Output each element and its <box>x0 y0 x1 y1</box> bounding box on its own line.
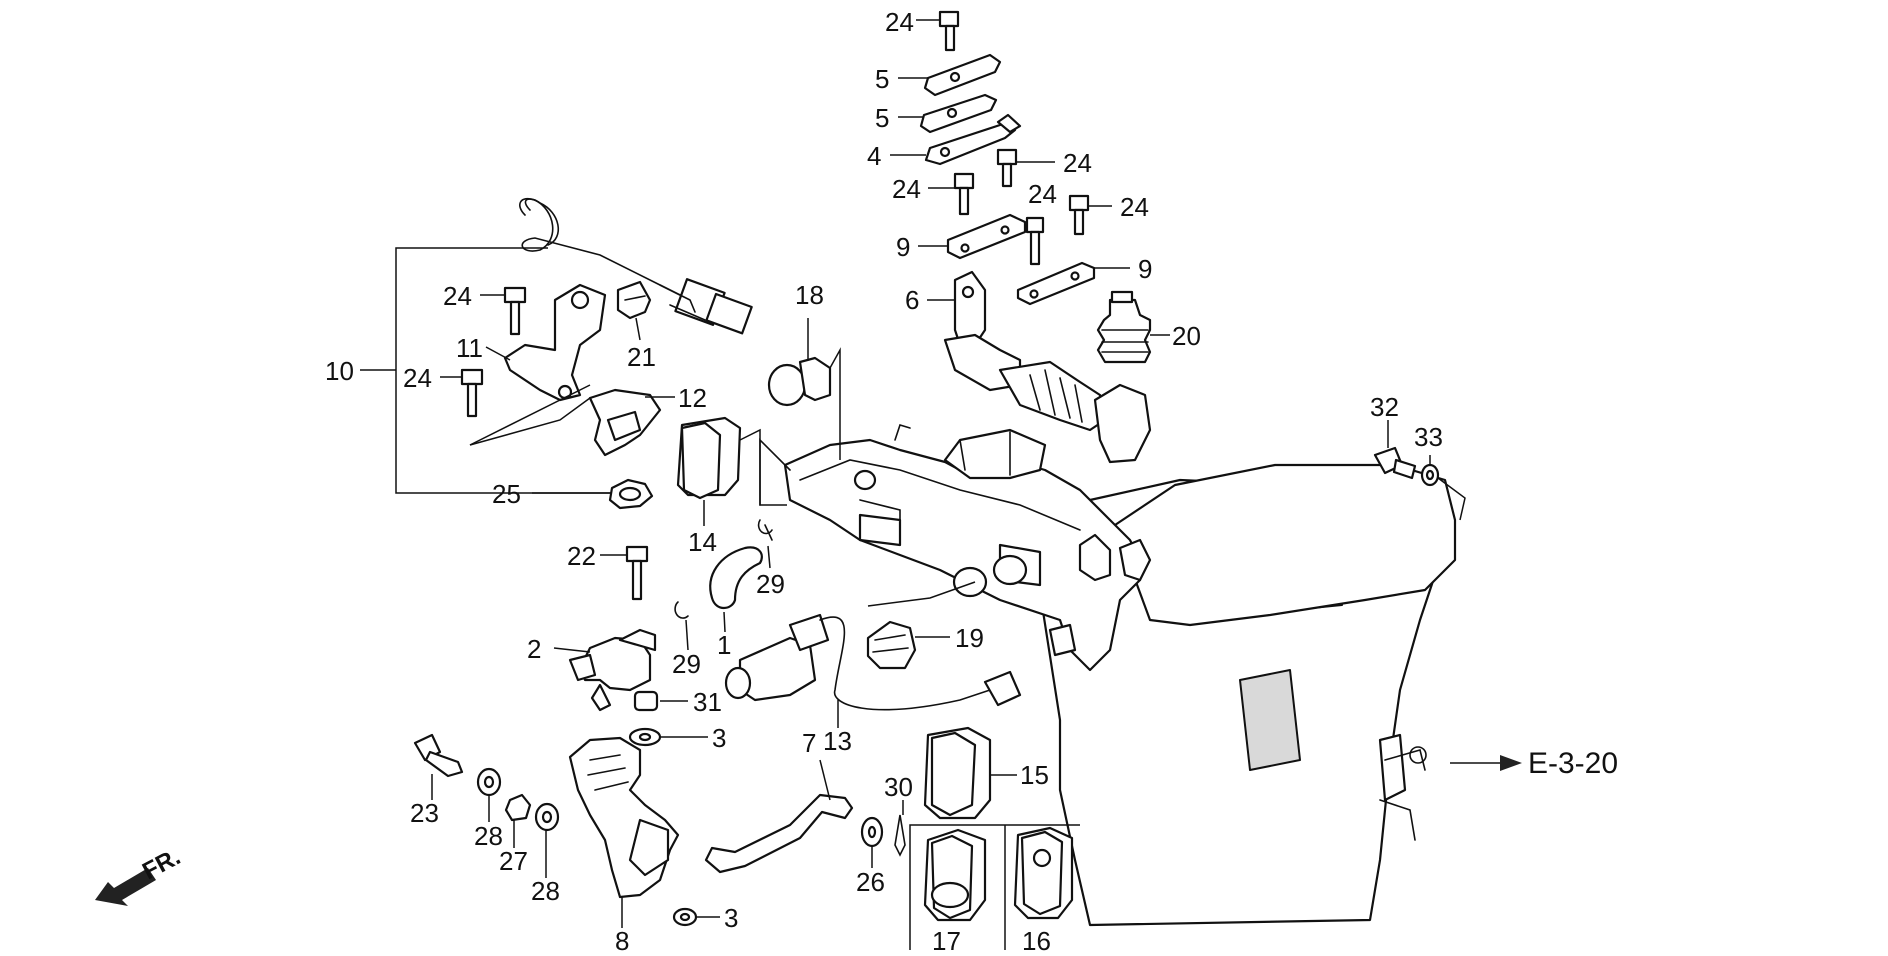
valve-2 <box>553 628 657 712</box>
callout-10: 10 <box>325 356 354 386</box>
collar-31 <box>633 690 688 712</box>
callout-24: 24 <box>403 363 432 393</box>
callout-11: 11 <box>456 333 483 363</box>
callout-28: 28 <box>474 821 503 851</box>
callout-20: 20 <box>1172 321 1201 351</box>
callout-4: 4 <box>867 141 881 171</box>
sensor-13 <box>724 613 1022 728</box>
callout-27: 27 <box>499 846 528 876</box>
callout-26: 26 <box>856 867 885 897</box>
bolt-24-c <box>928 172 975 216</box>
callout-24: 24 <box>892 174 921 204</box>
bolt-24-d <box>1025 216 1045 266</box>
seal-18 <box>767 318 841 460</box>
nut-25 <box>532 478 654 510</box>
callout-8: 8 <box>615 926 629 956</box>
pad-17 <box>923 828 987 922</box>
bolt-24-top <box>916 10 960 52</box>
callout-21: 21 <box>627 342 656 372</box>
cover-12 <box>588 388 675 457</box>
pad-16 <box>1013 826 1074 920</box>
plate-9-right <box>1016 261 1130 306</box>
plate-4 <box>890 113 1022 166</box>
clip-29-upper <box>757 519 773 569</box>
washer-33 <box>1420 455 1466 521</box>
callout-6: 6 <box>905 285 919 315</box>
plate-5-lower <box>898 93 998 134</box>
callout-9: 9 <box>1138 254 1152 284</box>
shift-arm-6 <box>927 270 1152 464</box>
clip-21 <box>616 280 652 341</box>
callout-3: 3 <box>724 903 738 933</box>
plate-5-upper <box>898 53 1002 97</box>
callout-28: 28 <box>531 876 560 906</box>
clip-29-lower <box>674 601 689 651</box>
callout-29: 29 <box>672 649 701 679</box>
callout-23: 23 <box>410 798 439 828</box>
bolt-24-e <box>1068 194 1112 236</box>
callout-14: 14 <box>688 527 717 557</box>
callout-7: 7 <box>802 728 816 758</box>
bolt-24-b <box>996 148 1055 188</box>
callout-16: 16 <box>1022 926 1051 956</box>
bracket-16-17 <box>909 824 1080 950</box>
bolt-24-f <box>480 286 527 336</box>
callout-15: 15 <box>1020 760 1049 790</box>
washer-3-upper <box>628 727 708 747</box>
link-lines-11-12 <box>469 384 591 446</box>
washer-28-left <box>476 767 502 822</box>
callout-5: 5 <box>875 103 889 133</box>
cable-harness <box>519 197 753 335</box>
callout-24: 24 <box>443 281 472 311</box>
callout-18: 18 <box>795 280 824 310</box>
callout-5: 5 <box>875 64 889 94</box>
bracket-10 <box>360 247 612 494</box>
callout-30: 30 <box>884 772 913 802</box>
callout-17: 17 <box>932 926 961 956</box>
callout-29: 29 <box>756 569 785 599</box>
bracket-11 <box>485 283 607 402</box>
callout-31: 31 <box>693 687 722 717</box>
hose-1 <box>709 546 763 633</box>
washer-3-lower <box>672 907 720 927</box>
callout-1: 1 <box>717 630 731 660</box>
lever-8 <box>568 736 680 928</box>
callout-13: 13 <box>823 726 852 756</box>
pad-15 <box>923 726 1017 820</box>
callout-12: 12 <box>678 383 707 413</box>
ref-arrow <box>1450 755 1522 771</box>
callout-24: 24 <box>1063 148 1092 178</box>
nut-27 <box>504 793 532 848</box>
callout-33: 33 <box>1414 422 1443 452</box>
callout-3: 3 <box>712 723 726 753</box>
plate-9-left <box>918 213 1027 260</box>
bolt-24-g <box>440 368 484 418</box>
callout-9: 9 <box>896 232 910 262</box>
pad-14 <box>676 416 787 526</box>
callout-25: 25 <box>492 479 521 509</box>
lower-case-body <box>1033 463 1457 927</box>
callout-2: 2 <box>527 634 541 664</box>
callout-24: 24 <box>1028 179 1057 209</box>
washer-28-right <box>534 802 560 878</box>
washer-26 <box>860 816 884 868</box>
callout-22: 22 <box>567 541 596 571</box>
bolt-22 <box>600 545 649 601</box>
bolt-23 <box>413 733 464 800</box>
callout-24: 24 <box>1120 192 1149 222</box>
grommet-19 <box>866 620 950 670</box>
bolt-32 <box>1373 420 1417 480</box>
front-direction-icon <box>95 868 156 906</box>
callout-32: 32 <box>1370 392 1399 422</box>
pin-30 <box>894 800 906 857</box>
boot-20 <box>1096 290 1170 364</box>
upper-mount-frame <box>759 424 1152 672</box>
link-13-frame <box>867 581 976 607</box>
callout-19: 19 <box>955 623 984 653</box>
reference-label: E-3-20 <box>1528 747 1618 780</box>
callout-24: 24 <box>885 7 914 37</box>
rod-7 <box>704 759 854 874</box>
